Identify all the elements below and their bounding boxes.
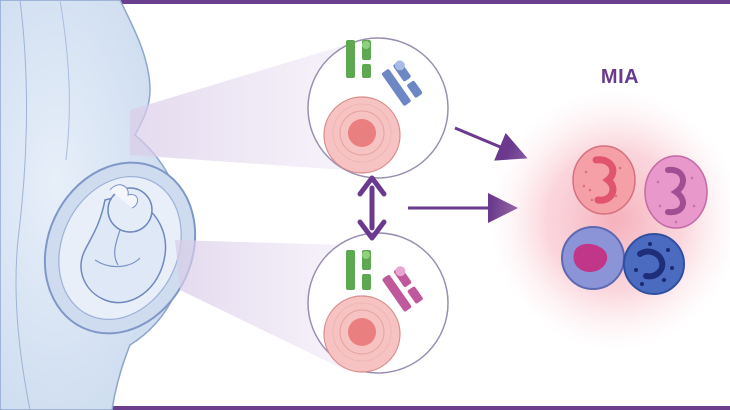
upper-zoom-beam [130,45,345,170]
neutrophil-icon [572,145,636,215]
basophil-icon [623,233,685,295]
maternal-immune-cell-icon [307,37,449,179]
top-border [0,0,730,4]
mia-label: MIA [600,66,640,88]
fetal-immune-cell-icon [307,232,449,374]
double-headed-arrow-icon [357,175,387,241]
green-receptor-icon [346,40,371,78]
monocyte-icon [561,226,625,290]
eosinophil-icon [644,155,708,229]
bottom-border [0,406,730,410]
blue-receptor-icon [381,60,423,106]
green-receptor-icon [346,250,371,290]
magenta-receptor-icon [382,266,423,312]
fetus-in-womb-icon [43,161,197,335]
lower-zoom-beam [175,240,345,370]
